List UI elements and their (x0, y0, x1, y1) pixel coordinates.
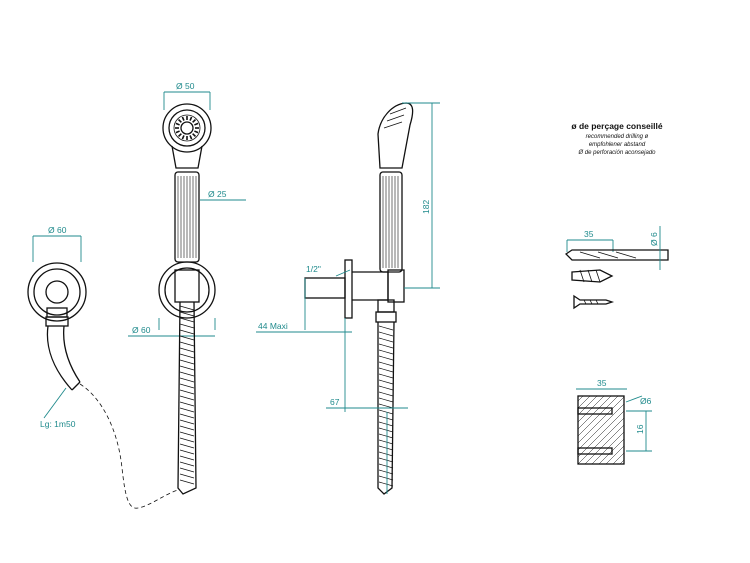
drilling-note-title: ø de perçage conseillé (571, 121, 663, 131)
holder-diameter-label: Ø 60 (132, 325, 151, 335)
drill-bit-detail: 35 Ø 6 (564, 226, 669, 270)
handle-length-label: 182 (421, 200, 431, 214)
wall-bracket-diameter-label: Ø 60 (48, 225, 67, 235)
drill-length-label: 35 (584, 229, 594, 239)
outlet-offset-label: 67 (330, 397, 340, 407)
hand-shower-side-view: 44 Maxi 1/2" 182 67 (256, 102, 440, 495)
anchor-spacing-label: 16 (635, 424, 645, 434)
thread-label: 1/2" (306, 264, 321, 274)
drilling-note-line-de: empfohlener abstand (588, 142, 646, 148)
anchor-width-label: 35 (597, 378, 607, 388)
anchor-diameter-label: Ø6 (640, 396, 652, 406)
wall-plug (571, 269, 614, 283)
drilling-note: ø de perçage conseillé recommended drill… (532, 121, 702, 157)
screw (573, 294, 615, 310)
handle-diameter-label: Ø 25 (208, 189, 227, 199)
depth-max-label: 44 Maxi (258, 321, 288, 331)
drilling-note-line-es: Ø de perforación aconsejado (578, 150, 656, 156)
hand-shower-front-view: Ø 50 Ø 25 Ø 60 (128, 81, 246, 495)
head-diameter-label: Ø 50 (176, 81, 195, 91)
hose-length-label: Lg: 1m50 (40, 419, 76, 429)
wall-outlet-view: Ø 60 Lg: 1m50 (27, 225, 179, 509)
drilling-note-line-en: recommended drilling ø (585, 134, 649, 140)
anchor-section-detail: 35 16 Ø6 (576, 378, 652, 465)
drill-diameter-label: Ø 6 (649, 232, 659, 246)
